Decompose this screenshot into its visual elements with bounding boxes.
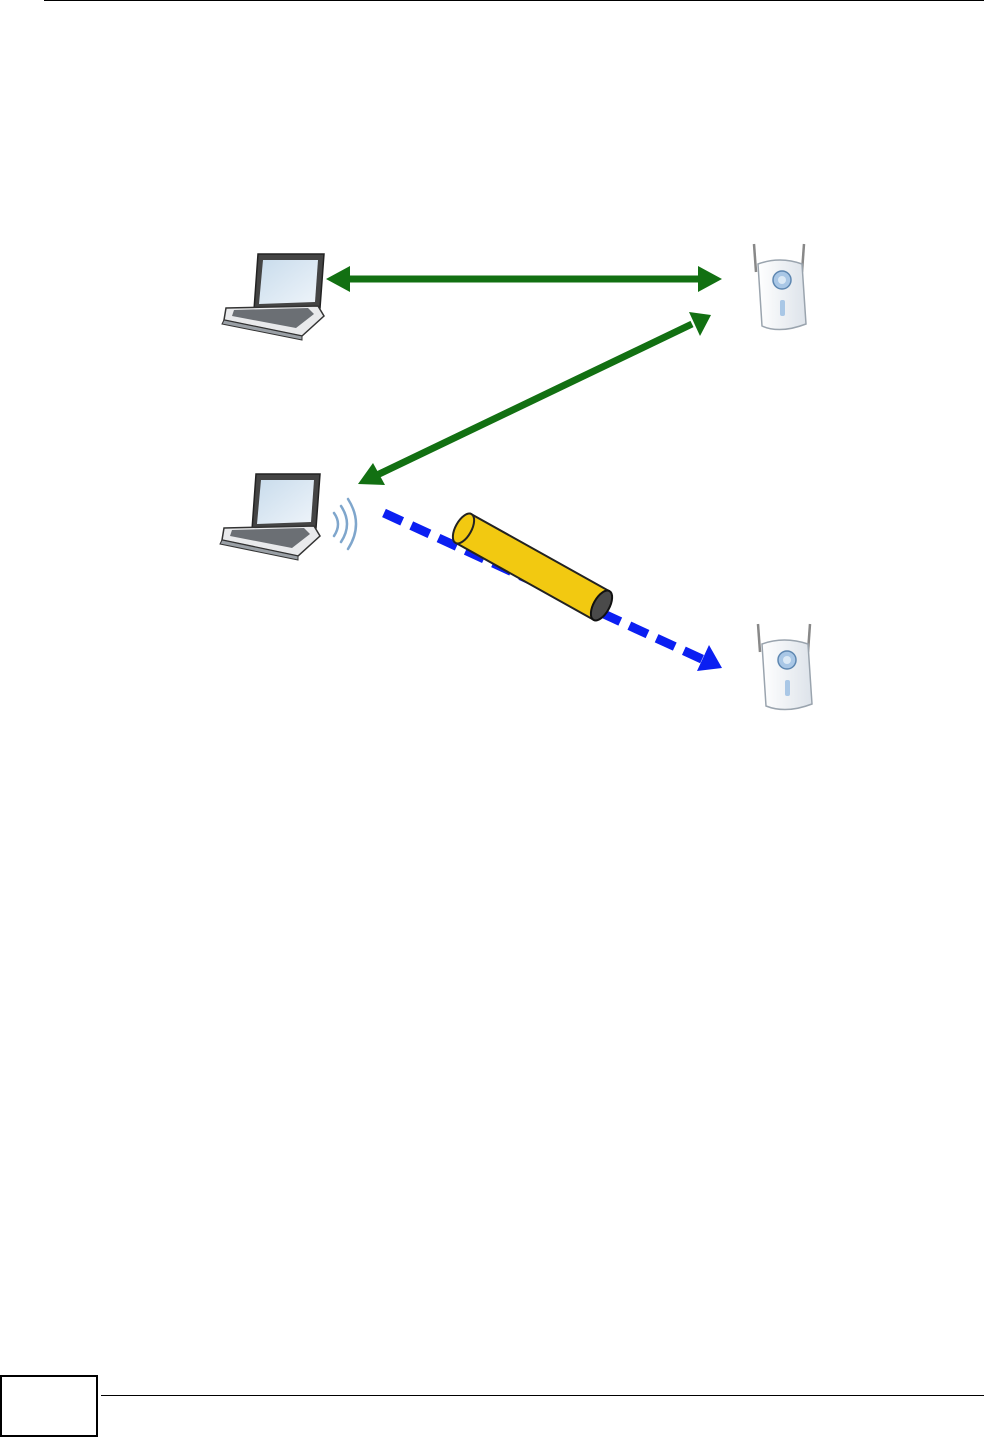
link-arrow-legit [326, 266, 722, 292]
footer-rule [101, 1395, 984, 1396]
laptop-icon [222, 254, 324, 340]
page-number-box [0, 1375, 98, 1437]
wireless-signal-icon [334, 499, 356, 549]
access-point-icon [758, 624, 812, 710]
laptop-icon [220, 474, 320, 560]
network-diagram [0, 0, 984, 760]
link-arrow-attacker [358, 312, 711, 485]
access-point-icon [754, 244, 806, 330]
tunnel-cylinder [449, 510, 617, 624]
